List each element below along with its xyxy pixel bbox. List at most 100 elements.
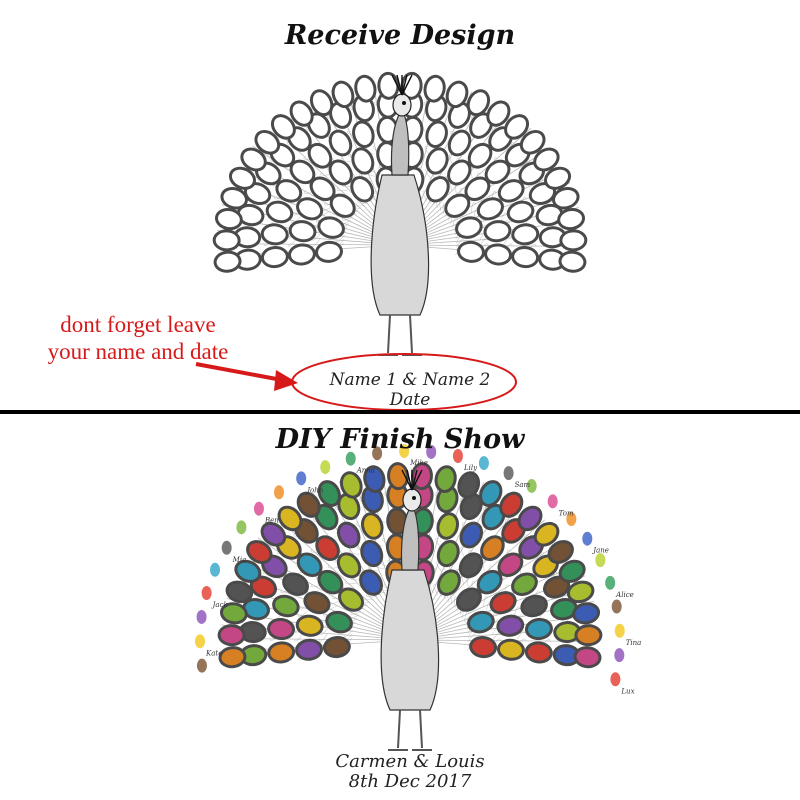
- empty-fingerprint-slot: [355, 123, 372, 146]
- feather-barb: [367, 566, 379, 572]
- couple-names: Carmen & Louis: [335, 751, 485, 772]
- empty-fingerprint-slot: [292, 103, 311, 124]
- fingerprint-mark: [440, 572, 458, 593]
- fingerprint-mark: [545, 578, 568, 596]
- fingerprint-mark: [437, 468, 454, 490]
- feather-barb: [450, 593, 454, 605]
- arrow-icon: [195, 362, 283, 382]
- feather-barb: [433, 584, 439, 595]
- fingerprint-mark: [328, 613, 350, 631]
- feather-barb: [513, 606, 521, 617]
- fingerprint-mark: [252, 578, 275, 596]
- fingerprint-mark: [342, 474, 360, 496]
- empty-fingerprint-slot: [331, 132, 350, 154]
- fingerprint-mark: [363, 515, 381, 537]
- fingerprint-mark: [577, 627, 600, 644]
- empty-fingerprint-slot: [243, 150, 264, 169]
- guest-signature: Mike: [409, 459, 428, 467]
- empty-fingerprint-slot: [522, 132, 543, 152]
- fingerprint-mark: [339, 524, 358, 546]
- empty-fingerprint-slot: [215, 232, 238, 249]
- fingerprint-mark: [550, 543, 571, 561]
- feather-barb: [456, 238, 465, 248]
- empty-fingerprint-slot: [312, 179, 333, 199]
- empty-fingerprint-slot: [403, 74, 420, 97]
- fingerprint-mark: [611, 599, 622, 614]
- empty-fingerprint-slot: [310, 145, 330, 166]
- empty-fingerprint-slot: [309, 115, 328, 136]
- guest-signature: Kate: [205, 649, 222, 657]
- empty-fingerprint-slot: [472, 115, 491, 136]
- peacock-legs: [388, 709, 432, 751]
- empty-fingerprint-slot: [486, 223, 509, 240]
- name-placeholder: Name 1 & Name 2 Date: [300, 370, 520, 410]
- empty-fingerprint-slot: [460, 243, 482, 260]
- feather-barb: [290, 216, 301, 223]
- empty-fingerprint-slot: [239, 206, 262, 224]
- reminder-line-1: dont forget leave: [60, 312, 216, 337]
- empty-fingerprint-slot: [450, 132, 469, 154]
- fingerprint-mark: [556, 624, 579, 641]
- empty-fingerprint-slot: [236, 229, 259, 246]
- empty-fingerprint-slot: [299, 200, 321, 218]
- empty-fingerprint-slot: [354, 150, 372, 172]
- fingerprint-mark: [478, 456, 489, 471]
- empty-fingerprint-slot: [320, 219, 342, 236]
- fingerprint-mark: [569, 583, 592, 601]
- fingerprint-mark: [363, 542, 381, 565]
- guest-signature: Ben: [264, 517, 279, 525]
- fingerprint-mark: [341, 590, 362, 609]
- feather-barb: [342, 216, 354, 221]
- empty-fingerprint-slot: [541, 251, 564, 268]
- empty-fingerprint-slot: [509, 203, 532, 221]
- empty-fingerprint-slot: [332, 104, 350, 126]
- fingerprint-mark: [479, 572, 500, 592]
- wedding-date: 8th Dec 2017: [348, 771, 472, 792]
- empty-fingerprint-slot: [560, 210, 583, 228]
- fingerprint-mark: [452, 448, 463, 463]
- feather-barb: [358, 173, 370, 179]
- empty-fingerprint-slot: [353, 179, 372, 200]
- feather-barb: [294, 633, 304, 642]
- fingerprint-mark: [296, 521, 316, 541]
- feather-barb: [297, 610, 308, 618]
- fingerprint-mark: [472, 639, 495, 656]
- feather-barb: [318, 633, 328, 642]
- placeholder-names: Name 1 & Name 2: [329, 370, 491, 390]
- empty-fingerprint-slot: [231, 169, 254, 187]
- peacock-head: [402, 488, 422, 512]
- fingerprint-mark: [242, 647, 265, 664]
- fingerprint-mark: [317, 506, 336, 528]
- fingerprint-mark: [253, 501, 264, 516]
- fingerprint-mark: [460, 474, 478, 496]
- empty-fingerprint-slot: [428, 97, 445, 120]
- fingerprint-mark: [196, 658, 207, 673]
- fingerprint-mark: [526, 478, 537, 493]
- fingerprint-mark: [500, 555, 521, 575]
- fingerprint-mark: [306, 594, 328, 612]
- empty-fingerprint-slot: [379, 118, 396, 141]
- empty-fingerprint-slot: [467, 179, 488, 199]
- fingerprint-mark: [439, 488, 456, 511]
- empty-fingerprint-slot: [217, 210, 240, 228]
- fingerprint-mark: [237, 562, 259, 580]
- empty-fingerprint-slot: [507, 117, 527, 137]
- feather-barb: [471, 202, 476, 213]
- fingerprint-mark: [221, 649, 244, 666]
- empty-fingerprint-slot: [489, 103, 508, 124]
- guest-signature: John: [305, 486, 324, 494]
- fingerprint-mark: [345, 451, 356, 466]
- feather-barb: [327, 565, 340, 569]
- empty-fingerprint-slot: [487, 246, 510, 263]
- fingerprint-mark: [504, 521, 524, 541]
- empty-fingerprint-slot: [334, 83, 352, 106]
- fingerprint-mark: [576, 649, 599, 666]
- fingerprint-mark: [298, 617, 321, 634]
- fingerprint-mark: [285, 575, 306, 594]
- peacock-finished-illustration: LuxTinaAliceJaneTomSamLilyMikeAnnaJohnBe…: [195, 444, 641, 751]
- empty-fingerprint-slot: [290, 246, 313, 263]
- fingerprint-mark: [547, 494, 558, 509]
- empty-fingerprint-slot: [428, 150, 446, 172]
- feather-barb: [442, 202, 447, 214]
- fingerprint-mark: [566, 512, 577, 527]
